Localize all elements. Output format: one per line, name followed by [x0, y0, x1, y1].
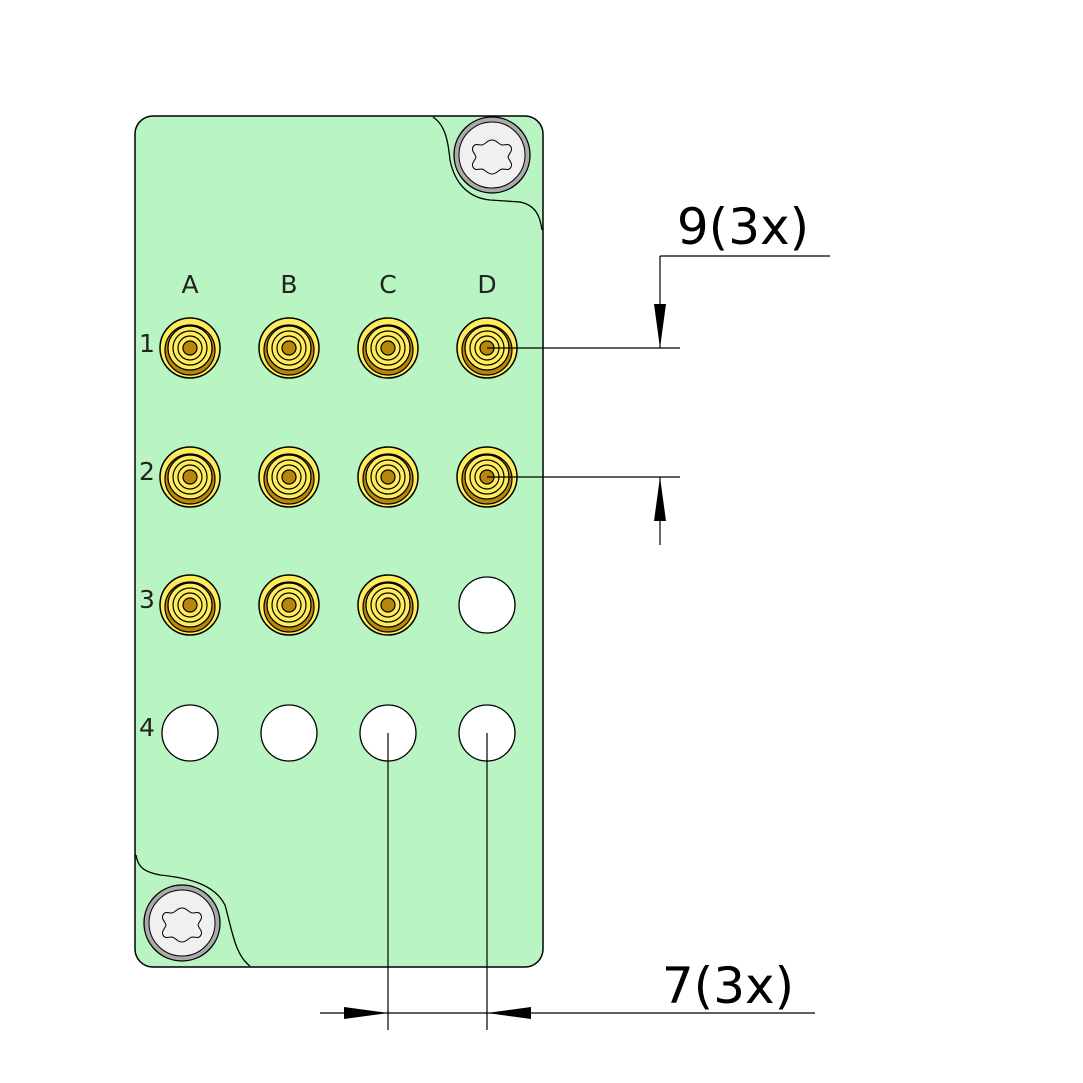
contact-pin	[281, 469, 297, 485]
panel-notch-bottom-left	[135, 854, 251, 967]
empty-hole-B4	[260, 704, 318, 762]
contact-pin	[182, 340, 198, 356]
row-label-1: 1	[139, 329, 155, 358]
screw-bottom-left	[143, 884, 221, 962]
contact-pin	[380, 597, 396, 613]
contact-C1	[357, 317, 419, 379]
row-label-3: 3	[139, 585, 155, 614]
horizontal-pitch-dimension	[320, 733, 815, 1030]
vertical-pitch-label: 9(3x)	[677, 198, 809, 256]
contact-B1	[258, 317, 320, 379]
horizontal-pitch-label: 7(3x)	[662, 957, 794, 1015]
vertical-pitch-dimension	[487, 255, 830, 545]
contact-C2	[357, 446, 419, 508]
contact-pin	[182, 469, 198, 485]
contact-pin	[380, 340, 396, 356]
empty-hole-D3	[458, 576, 516, 634]
contact-pin	[182, 597, 198, 613]
contact-A2	[159, 446, 221, 508]
contact-B2	[258, 446, 320, 508]
column-label-a: A	[181, 270, 198, 299]
column-label-d: D	[477, 270, 496, 299]
screw-top-right	[453, 116, 531, 194]
torx-icon	[471, 139, 513, 175]
row-label-2: 2	[139, 457, 155, 486]
contact-pin	[380, 469, 396, 485]
contact-A3	[159, 574, 221, 636]
contact-C3	[357, 574, 419, 636]
row-label-4: 4	[139, 713, 155, 742]
panel-notch-top-right	[432, 116, 543, 231]
contact-grid	[159, 317, 518, 762]
contact-pin	[281, 597, 297, 613]
contact-B3	[258, 574, 320, 636]
contact-A1	[159, 317, 221, 379]
contact-pin	[281, 340, 297, 356]
empty-hole-A4	[161, 704, 219, 762]
panel-plate	[134, 115, 544, 968]
torx-icon	[161, 907, 203, 943]
column-label-c: C	[379, 270, 396, 299]
column-label-b: B	[280, 270, 297, 299]
